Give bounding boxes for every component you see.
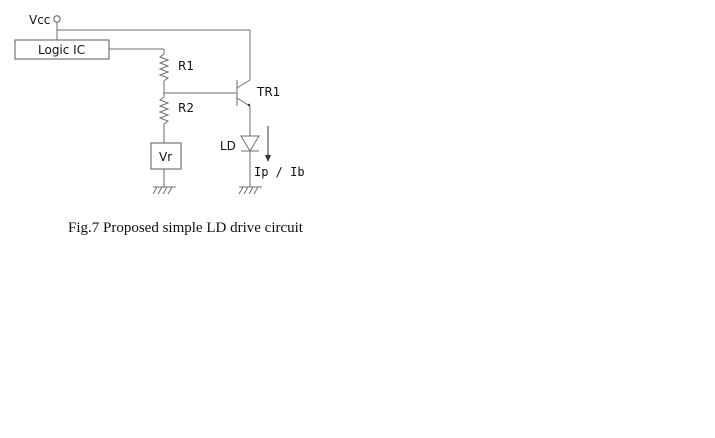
current-label: Ip / Ib [254, 165, 305, 179]
current-arrow-icon [265, 126, 271, 162]
tr1-label: TR1 [256, 85, 280, 99]
ld-diode [240, 135, 260, 152]
ground-symbol-left [152, 186, 176, 195]
figure-caption: Fig.7 Proposed simple LD drive circuit [68, 220, 304, 236]
r1-label: R1 [178, 59, 194, 73]
logic-ic-label: Logic IC [38, 43, 85, 57]
r1-resistor [158, 53, 170, 82]
r2-label: R2 [178, 101, 194, 115]
vcc-terminal [53, 15, 61, 23]
ground-symbol-right [238, 186, 262, 195]
logic-ic-output-wire [109, 48, 165, 54]
vcc-rail [56, 22, 251, 80]
tr1-emitter-dot [247, 103, 251, 107]
divider-node-wire [163, 81, 237, 97]
vr-box [150, 142, 182, 170]
vcc-label: Vcc [29, 13, 50, 27]
ld-label: LD [220, 139, 236, 153]
tr1-transistor [236, 79, 251, 107]
r2-resistor [158, 96, 170, 125]
vr-label: Vr [159, 150, 172, 164]
